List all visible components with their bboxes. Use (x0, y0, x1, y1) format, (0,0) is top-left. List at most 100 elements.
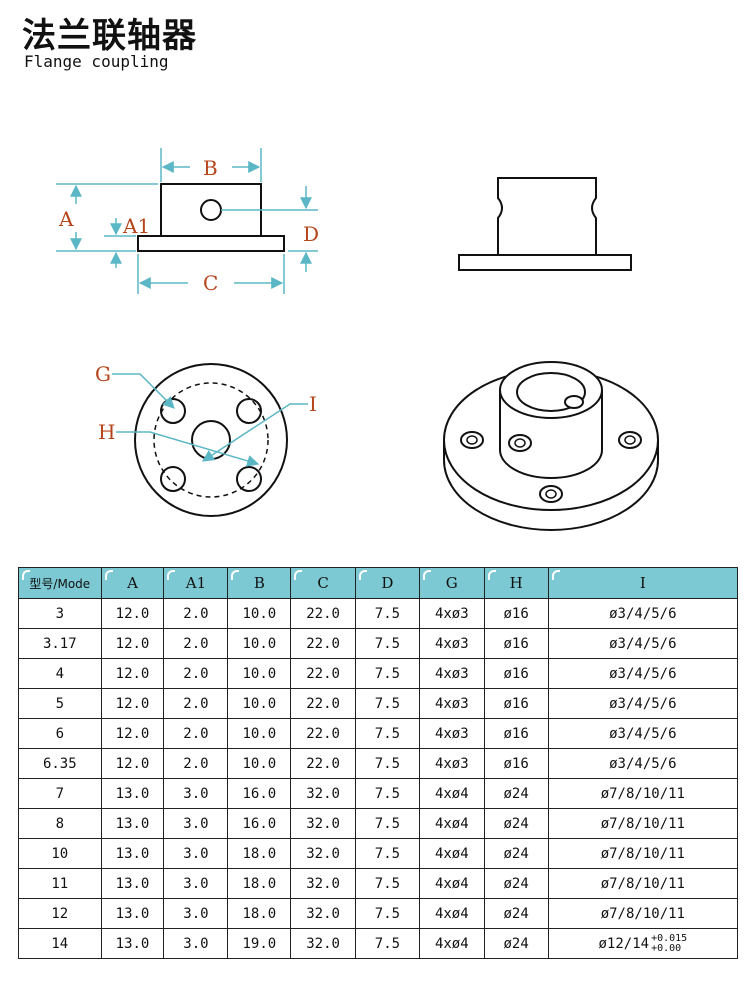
cell-value: ø7/8/10/11 (600, 875, 685, 892)
header-corner-mark (22, 570, 30, 580)
cell-value: 10.0 (242, 635, 277, 652)
table-cell: 12 (18, 898, 102, 929)
tolerance-stack: +0.015+0.00 (651, 933, 687, 954)
cell-value: 4xø3 (434, 635, 469, 652)
table-cell: ø16 (483, 598, 549, 629)
top-view: G H I (95, 362, 317, 517)
label-a: A (58, 207, 74, 231)
side-view-plain (458, 177, 632, 271)
table-cell: 19.0 (227, 928, 292, 959)
table-cell: 7.5 (354, 748, 420, 779)
column-header: C (290, 567, 356, 599)
table-cell: ø24 (483, 898, 549, 929)
cell-value: 2.0 (183, 695, 209, 712)
cell-value: ø3/4/5/6 (609, 725, 677, 742)
column-header-label: H (509, 574, 523, 592)
cell-value: 4xø4 (434, 785, 469, 802)
cell-value: 10.0 (242, 755, 277, 772)
table-cell: 22.0 (290, 718, 356, 749)
cell-value: ø7/8/10/11 (600, 905, 685, 922)
tolerance-lower: +0.00 (651, 942, 682, 954)
cell-value: ø7/8/10/11 (600, 845, 685, 862)
cell-value: 4xø4 (434, 875, 469, 892)
label-a1: A1 (122, 214, 150, 238)
cell-value: 32.0 (306, 875, 340, 892)
cell-value: ø12/14 (598, 935, 650, 952)
cell-value: ø16 (503, 725, 529, 742)
table-cell: ø3/4/5/6 (547, 628, 739, 659)
table-cell: 22.0 (290, 628, 356, 659)
table-cell: 8 (18, 808, 102, 839)
header-corner-mark (422, 570, 431, 580)
table-cell: ø24 (483, 778, 549, 809)
label-i: I (309, 392, 317, 416)
cell-value: 12.0 (115, 695, 150, 712)
cell-value: 12.0 (115, 605, 150, 622)
cell-value: 4xø3 (434, 725, 469, 742)
table-cell: 12.0 (100, 658, 165, 689)
cell-value: 10.0 (242, 605, 277, 622)
table-cell: 4xø4 (418, 928, 485, 959)
table-cell: 4xø4 (418, 838, 485, 869)
cell-value: 3.0 (183, 785, 209, 802)
cell-value: 8 (55, 815, 65, 832)
table-cell: 6 (18, 718, 102, 749)
column-header-label: C (317, 574, 329, 592)
label-b: B (203, 156, 218, 180)
table-cell: 2.0 (163, 688, 229, 719)
table-cell: 16.0 (227, 778, 292, 809)
table-cell: 4xø4 (418, 868, 485, 899)
column-header-label: A1 (185, 574, 207, 592)
table-cell: 12.0 (100, 718, 165, 749)
column-header-label: A (127, 574, 138, 592)
table-cell: 4xø3 (418, 748, 485, 779)
cell-value: 32.0 (306, 905, 340, 922)
table-cell: ø3/4/5/6 (547, 598, 739, 629)
cell-value: ø3/4/5/6 (609, 635, 677, 652)
column-header: A (100, 567, 165, 599)
table-cell: 32.0 (290, 808, 356, 839)
cell-value: 7.5 (374, 605, 401, 622)
header-corner-mark (487, 570, 496, 580)
cell-value: 10.0 (242, 725, 277, 742)
cell-value: 12.0 (115, 635, 150, 652)
table-cell: 22.0 (290, 658, 356, 689)
table-cell: 10.0 (227, 688, 292, 719)
cell-value: 7.5 (374, 755, 401, 772)
table-cell: 4 (18, 658, 102, 689)
column-header: G (418, 567, 485, 599)
column-header: I (547, 567, 739, 599)
table-cell: 10.0 (227, 718, 292, 749)
cell-value: 3.0 (183, 905, 209, 922)
table-cell: 3.0 (163, 928, 229, 959)
cell-value: 7.5 (374, 905, 401, 922)
cell-value: 4xø3 (434, 605, 469, 622)
cell-value: ø24 (503, 875, 529, 892)
table-cell: 3.0 (163, 838, 229, 869)
cell-value: 22.0 (306, 755, 340, 772)
table-cell: 22.0 (290, 748, 356, 779)
table-cell: 10.0 (227, 628, 292, 659)
table-cell: 32.0 (290, 868, 356, 899)
page-subtitle: Flange coupling (24, 52, 169, 71)
cell-value: 4xø4 (434, 845, 469, 862)
cell-value: 4xø3 (434, 755, 469, 772)
table-cell: 12.0 (100, 748, 165, 779)
side-view-dimensioned: B C A A1 D (56, 148, 319, 295)
table-cell: 7.5 (354, 688, 420, 719)
cell-value: 3.17 (42, 635, 77, 652)
cell-value: ø16 (503, 755, 529, 772)
table-cell: 4xø3 (418, 628, 485, 659)
cell-value: 18.0 (242, 905, 277, 922)
label-h: H (98, 420, 115, 444)
table-cell: 4xø4 (418, 808, 485, 839)
